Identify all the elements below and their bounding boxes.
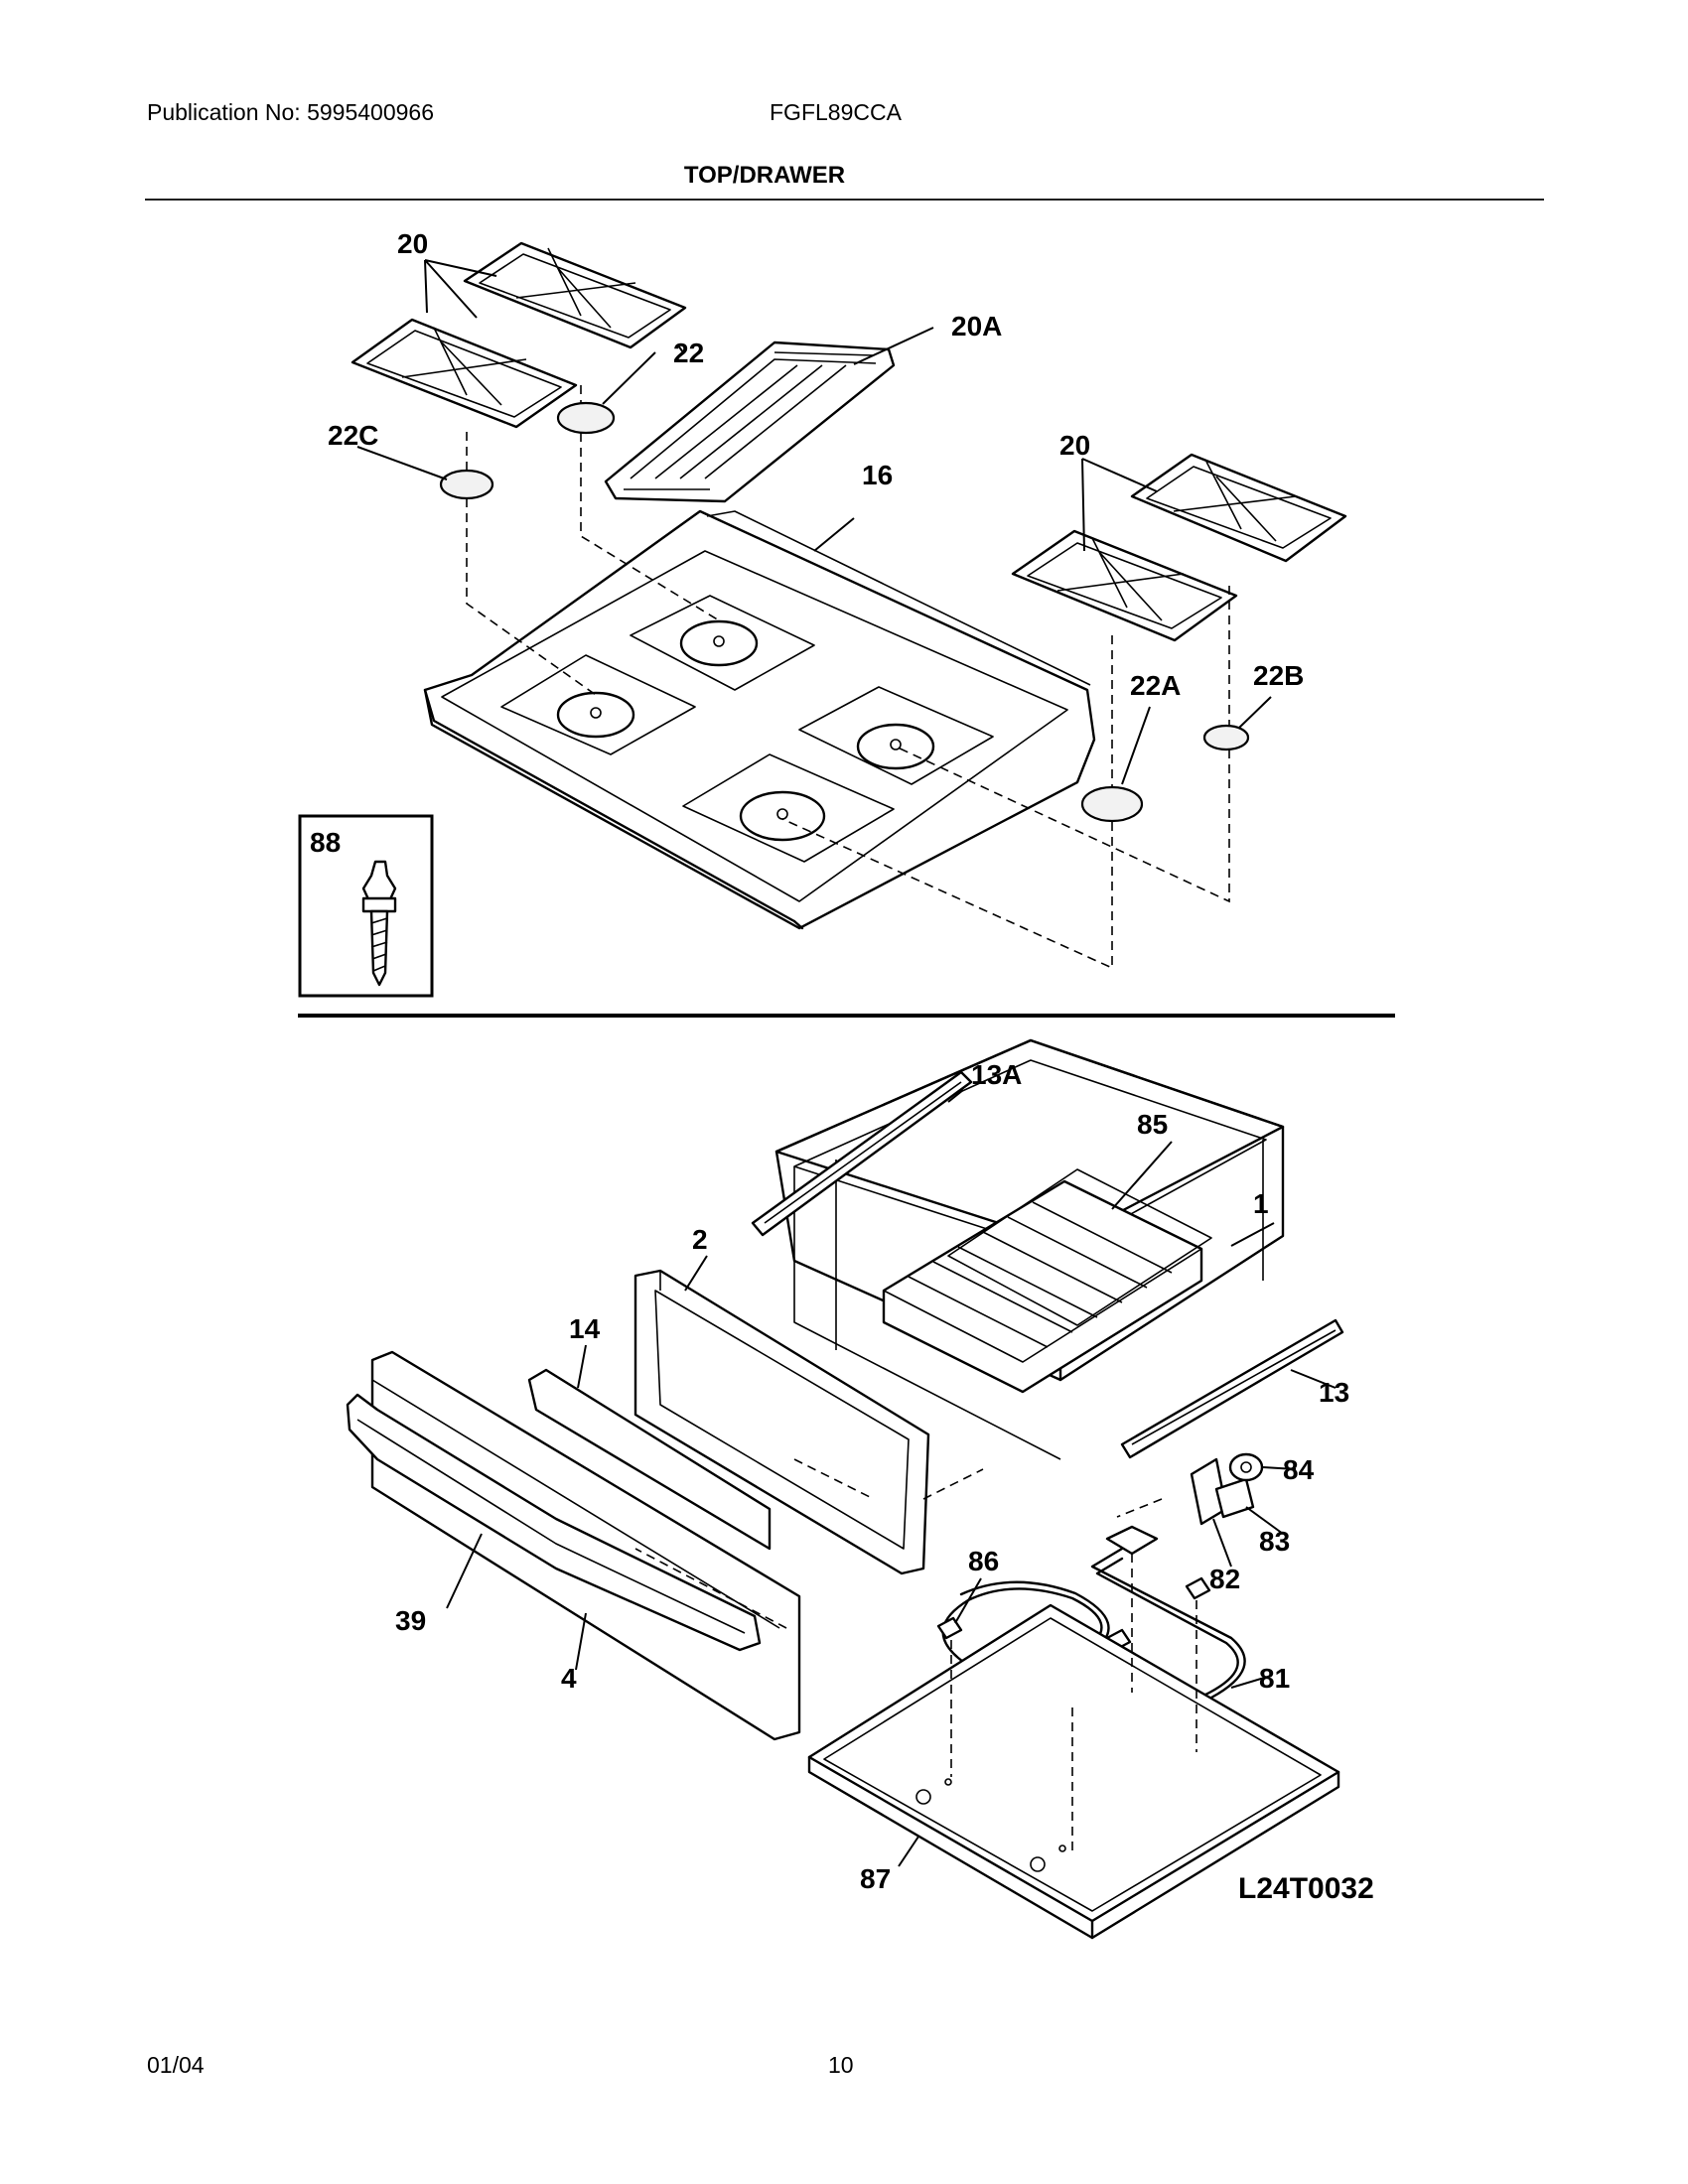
callout-83: 83 [1259, 1526, 1290, 1557]
burner-grate-right-front [1011, 529, 1238, 642]
footer-date: 01/04 [147, 2052, 205, 2078]
callout-14: 14 [569, 1313, 601, 1344]
callout-85: 85 [1137, 1109, 1168, 1140]
callout-2: 2 [692, 1224, 708, 1255]
gasket-strip [527, 1368, 772, 1551]
callout-88: 88 [310, 827, 341, 858]
callout-20-right: 20 [1059, 430, 1090, 461]
element-terminal-83 [1214, 1477, 1255, 1519]
drawer-frame [633, 1269, 930, 1575]
callout-22a: 22A [1130, 670, 1181, 701]
callout-82: 82 [1209, 1564, 1240, 1594]
model-number: FGFL89CCA [770, 99, 902, 125]
top-alignment-lines [466, 385, 1230, 970]
callout-22c: 22C [328, 420, 378, 451]
callout-1: 1 [1253, 1188, 1269, 1219]
diagram-code: L24T0032 [1238, 1872, 1374, 1905]
burner-cap-22 [556, 401, 616, 435]
callout-16: 16 [862, 460, 893, 490]
cooktop-main-top [423, 509, 1096, 930]
center-grate [604, 341, 896, 503]
callout-86: 86 [968, 1546, 999, 1576]
top-leader-lines [356, 259, 1272, 785]
element-clip-86 [936, 1525, 1211, 1652]
drawer-slide-13 [1120, 1318, 1344, 1459]
drawer-alignment-lines [634, 1458, 1197, 1856]
burner-grate-left-rear [463, 241, 687, 349]
callout-4: 4 [561, 1663, 577, 1694]
section-title: TOP/DRAWER [683, 162, 846, 189]
inset-box-88 [298, 814, 434, 998]
drawer-slide-13a [751, 1070, 973, 1237]
callout-87: 87 [860, 1863, 891, 1894]
burner-cap-22c [439, 469, 494, 500]
callout-81: 81 [1259, 1663, 1290, 1694]
burner-grate-right-rear [1130, 453, 1347, 563]
callout-84: 84 [1283, 1454, 1315, 1485]
element-connector-84 [1228, 1452, 1264, 1482]
wire-rack [882, 1168, 1212, 1394]
callout-13a: 13A [971, 1059, 1022, 1090]
footer-page-number: 10 [828, 2052, 854, 2078]
drawer-leader-lines [446, 1089, 1336, 1867]
drawer-front-panel [346, 1350, 801, 1741]
burner-cap-22b [1202, 724, 1250, 751]
publication-number: Publication No: 5995400966 [147, 99, 435, 125]
burner-cap-22a [1080, 785, 1144, 823]
callout-20a: 20A [951, 311, 1002, 341]
callout-22: 22 [673, 338, 704, 368]
callout-13: 13 [1319, 1377, 1349, 1408]
drawer-bottom-pan [807, 1603, 1340, 1940]
callout-22b: 22B [1253, 660, 1304, 691]
burner-grate-left-front [351, 318, 578, 429]
callout-39: 39 [395, 1605, 426, 1636]
callout-20-left: 20 [397, 228, 428, 259]
